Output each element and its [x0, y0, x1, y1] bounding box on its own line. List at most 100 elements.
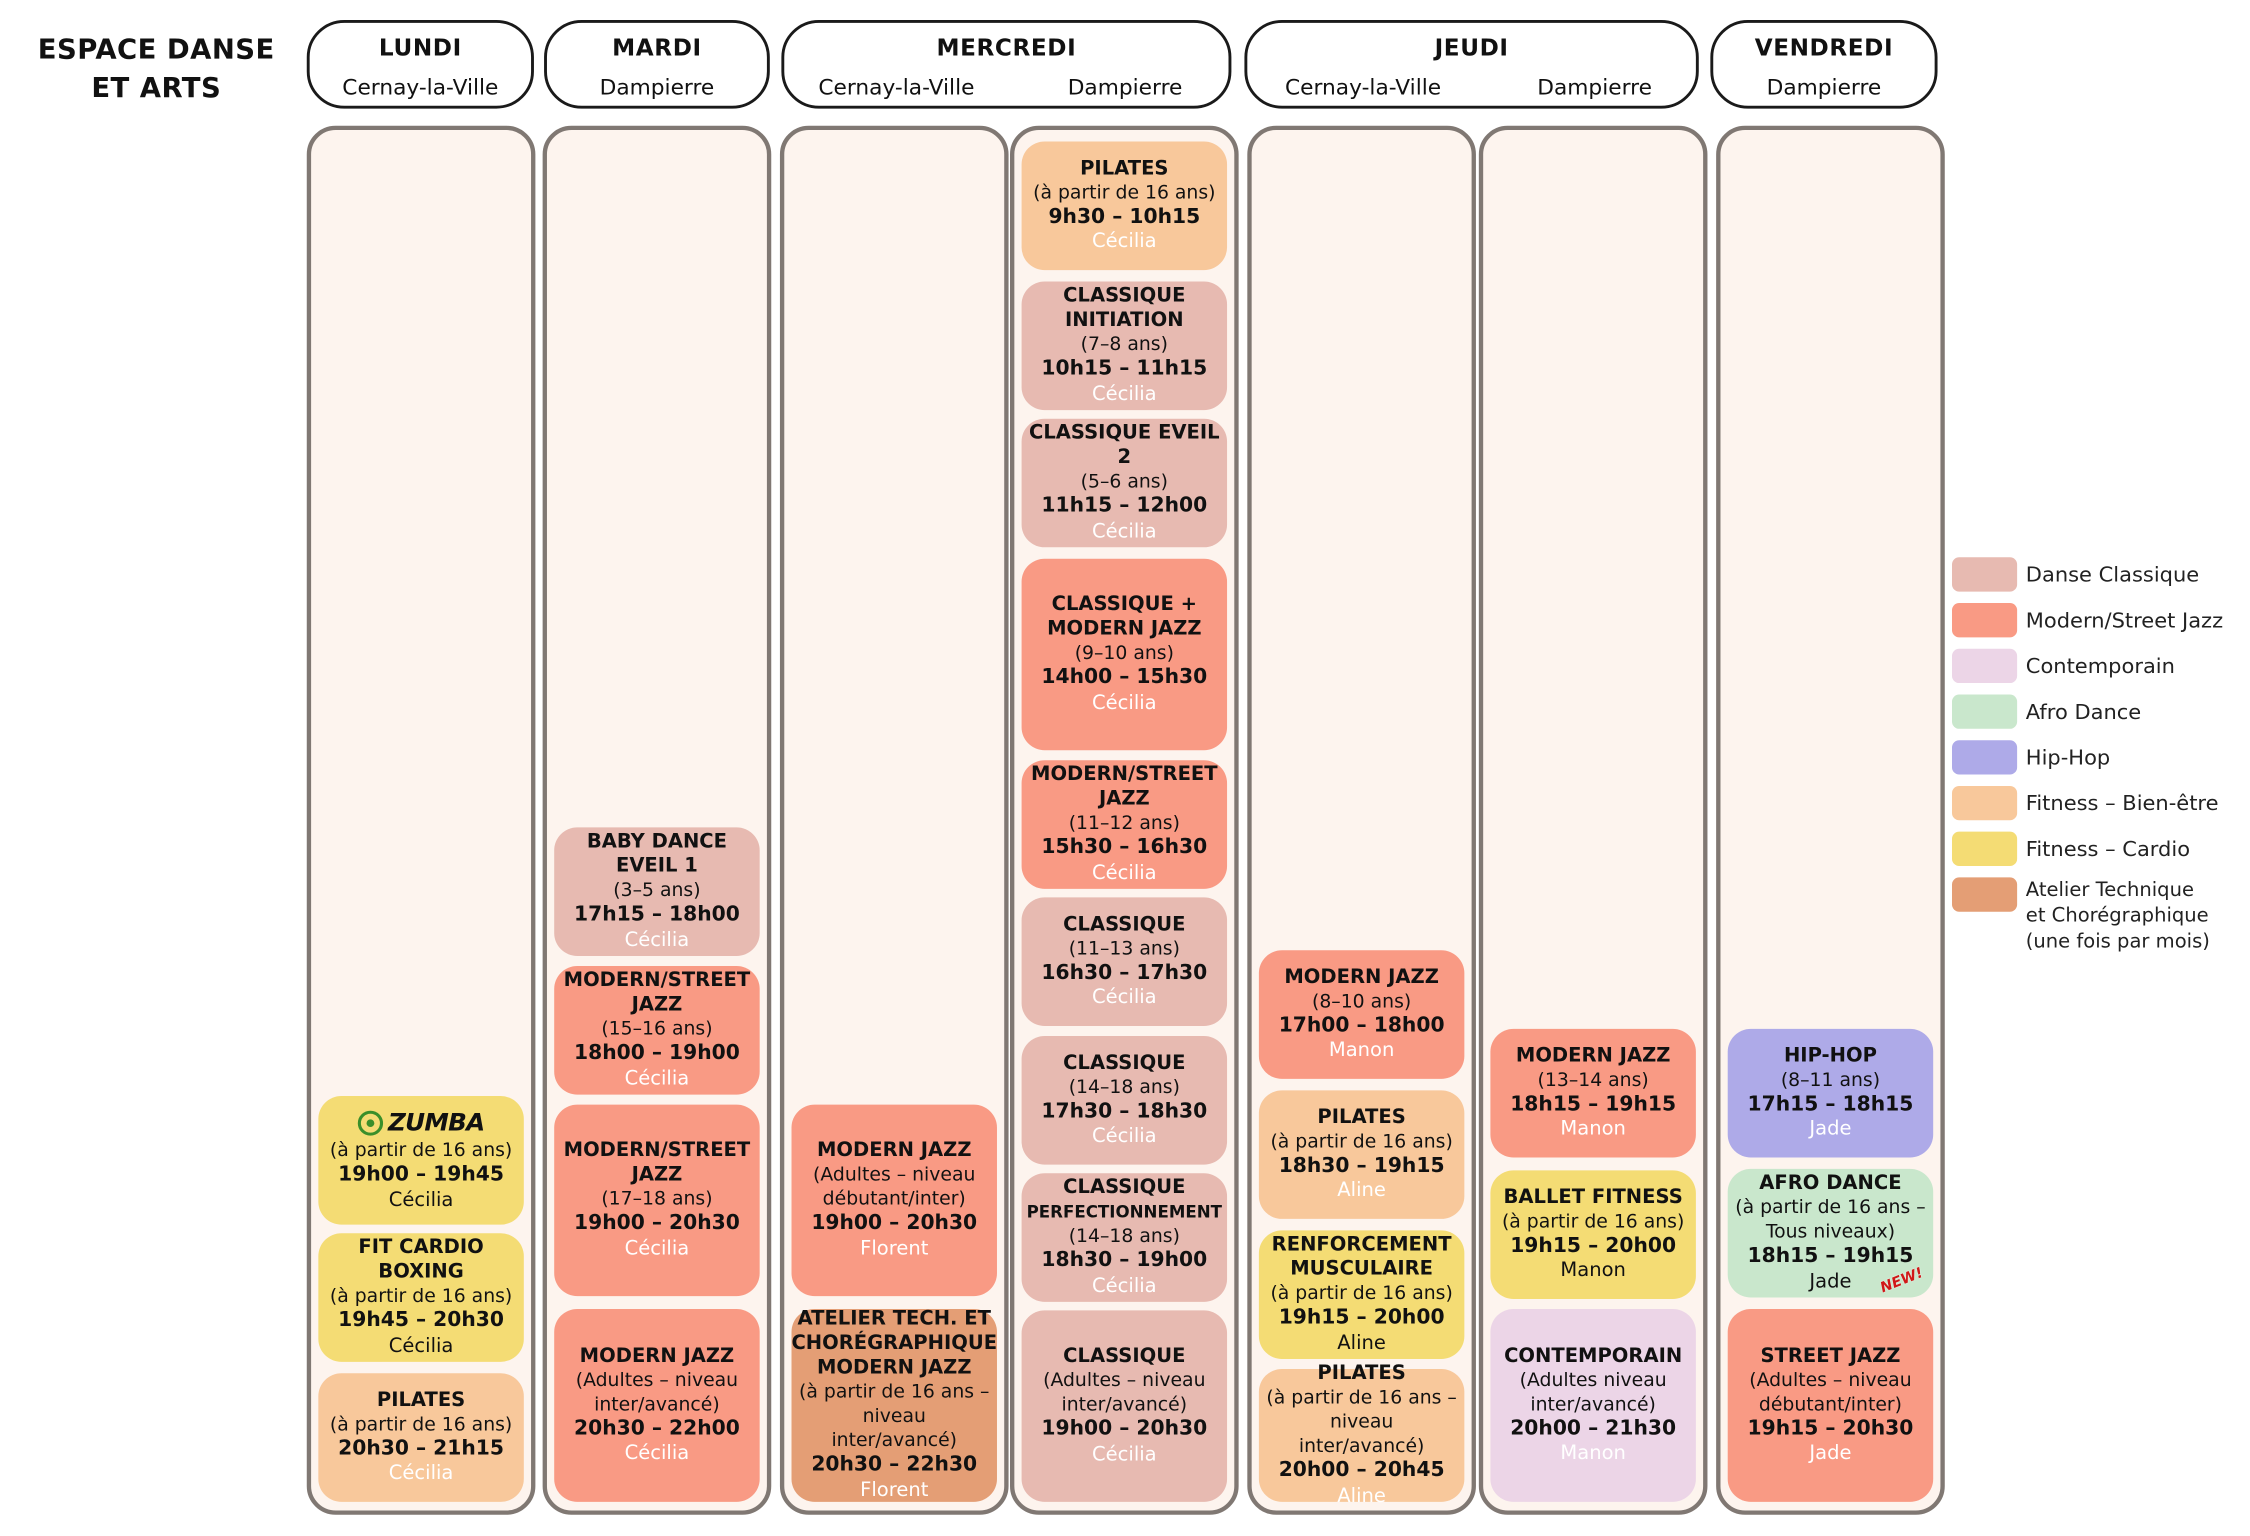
class-age: (5–6 ans) [1080, 471, 1168, 494]
class-card[interactable]: AFRO DANCE (à partir de 16 ans – Tous ni… [1727, 1168, 1934, 1298]
class-card[interactable]: MODERN JAZZ (Adultes – niveau inter/avan… [554, 1308, 760, 1502]
legend-label-line: et Chorégraphique [2025, 904, 2209, 928]
class-card[interactable]: RENFORCEMENT MUSCULAIRE (à partir de 16 … [1258, 1230, 1465, 1359]
legend-swatch [1952, 831, 2018, 866]
class-age: (Adultes – niveau débutant/inter) [813, 1164, 976, 1211]
class-card[interactable]: HIP-HOP (8–11 ans) 17h15 – 18h15 Jade [1727, 1028, 1934, 1158]
class-hours: 19h15 – 20h00 [1278, 1306, 1445, 1329]
class-card[interactable]: MODERN/STREET JAZZ (11–12 ans) 15h30 – 1… [1021, 760, 1228, 889]
day-name: MARDI [612, 34, 702, 62]
class-age: (3–5 ans) [613, 880, 701, 902]
class-teacher: Jade [1809, 1441, 1852, 1465]
class-age: (11–13 ans) [1068, 938, 1180, 960]
class-card[interactable]: PILATES (à partir de 16 ans – niveau int… [1258, 1362, 1465, 1507]
legend-item: Contemporain [1952, 648, 2249, 695]
class-teacher: Jade [1809, 1269, 1852, 1293]
day-header-jeudi: JEUDI Cernay-la-Ville Dampierre [1244, 20, 1699, 109]
legend-swatch [1952, 740, 2018, 775]
class-title: MODERN JAZZ [1284, 965, 1439, 989]
class-age: (8–10 ans) [1311, 991, 1412, 1013]
class-hours: 20h30 – 22h30 [811, 1453, 978, 1477]
legend-label: Hip-Hop [2025, 747, 2111, 771]
class-card[interactable]: CLASSIQUE INITIATION (7–8 ans) 10h15 – 1… [1021, 281, 1228, 411]
class-card[interactable]: PILATES (à partir de 16 ans) 20h30 – 21h… [318, 1373, 524, 1502]
class-card[interactable]: CLASSIQUE + MODERN JAZZ (9–10 ans) 14h00… [1021, 558, 1228, 751]
class-card[interactable]: PILATES (à partir de 16 ans) 9h30 – 10h1… [1021, 141, 1228, 271]
class-title: CLASSIQUE + MODERN JAZZ [1047, 593, 1202, 641]
legend-item: Fitness – Bien-être [1952, 785, 2249, 832]
class-hours: 17h15 – 18h15 [1747, 1092, 1914, 1116]
class-teacher: Cécilia [1091, 986, 1157, 1009]
class-card[interactable]: MODERN JAZZ (13–14 ans) 18h15 – 19h15 Ma… [1490, 1028, 1696, 1158]
class-card[interactable]: STREET JAZZ (Adultes – niveau débutant/i… [1727, 1308, 1934, 1502]
class-teacher: Cécilia [1091, 382, 1157, 406]
class-card[interactable]: CLASSIQUE EVEIL 2 (5–6 ans) 11h15 – 12h0… [1021, 418, 1228, 548]
class-card[interactable]: ATELIER TECH. ET CHORÉGRAPHIQUE MODERN J… [791, 1308, 997, 1502]
zumba-icon [358, 1110, 384, 1136]
class-hours: 15h30 – 16h30 [1041, 835, 1208, 859]
legend-label-line: Atelier Technique [2025, 878, 2194, 902]
class-age: (à partir de 16 ans – niveau inter/avanc… [1266, 1387, 1457, 1458]
class-age: (Adultes – niveau débutant/inter) [1749, 1369, 1912, 1416]
class-title: PILATES [376, 1388, 466, 1412]
class-card[interactable]: PILATES (à partir de 16 ans) 18h30 – 19h… [1258, 1090, 1465, 1219]
class-card[interactable]: CLASSIQUE (11–13 ans) 16h30 – 17h30 Céci… [1021, 897, 1228, 1027]
legend-label: Fitness – Bien-être [2025, 793, 2219, 816]
legend-swatch [1952, 877, 2018, 912]
class-card[interactable]: CLASSIQUE PERFECTIONNEMENT (14–18 ans) 1… [1021, 1173, 1228, 1302]
legend-swatch [1952, 557, 2018, 592]
new-badge: NEW! [1878, 1265, 1926, 1297]
class-age: (Adultes niveau inter/avancé) [1519, 1369, 1667, 1416]
column-mercredi-cernay: MODERN JAZZ (Adultes – niveau débutant/i… [779, 125, 1009, 1515]
class-title: STREET JAZZ [1760, 1343, 1901, 1367]
class-teacher: Cécilia [1091, 519, 1157, 543]
legend-item: Danse Classique [1952, 557, 2249, 603]
zumba-logo: ZUMBA [358, 1107, 485, 1138]
class-title: AFRO DANCE [1759, 1171, 1902, 1195]
class-card[interactable]: BABY DANCE EVEIL 1 (3–5 ans) 17h15 – 18h… [554, 827, 760, 957]
class-teacher: Cécilia [1091, 860, 1157, 884]
class-card[interactable]: BALLET FITNESS (à partir de 16 ans) 19h1… [1490, 1170, 1696, 1299]
class-age: (à partir de 16 ans) [329, 1140, 513, 1162]
legend-label-line: (une fois par mois) [2025, 930, 2210, 954]
class-hours: 20h00 – 20h45 [1278, 1459, 1445, 1482]
class-age: (à partir de 16 ans) [329, 1286, 513, 1308]
class-title: PILATES [1317, 1105, 1406, 1129]
class-card[interactable]: CONTEMPORAIN (Adultes niveau inter/avanc… [1490, 1308, 1696, 1502]
class-card[interactable]: MODERN JAZZ (8–10 ans) 17h00 – 18h00 Man… [1258, 950, 1465, 1079]
class-title: CLASSIQUE [1063, 912, 1186, 936]
class-hours: 20h30 – 21h15 [338, 1436, 505, 1460]
class-teacher: Cécilia [1091, 690, 1157, 714]
class-title: PILATES [1080, 156, 1169, 180]
column-jeudi-dampierre: MODERN JAZZ (13–14 ans) 18h15 – 19h15 Ma… [1478, 125, 1708, 1515]
legend-label: Atelier Technique et Chorégraphique (une… [2026, 877, 2210, 954]
day-name: JEUDI [1434, 34, 1509, 62]
class-title: MODERN/STREET JAZZ [563, 968, 751, 1017]
class-hours: 19h00 – 20h30 [574, 1211, 740, 1235]
class-title: BABY DANCE EVEIL 1 [586, 830, 728, 878]
class-title: PILATES [1317, 1361, 1406, 1385]
class-age: (à partir de 16 ans) [1270, 1283, 1453, 1305]
class-teacher: Cécilia [1091, 230, 1157, 253]
class-card[interactable]: MODERN/STREET JAZZ (17–18 ans) 19h00 – 2… [554, 1104, 760, 1297]
class-card[interactable]: CLASSIQUE (14–18 ans) 17h30 – 18h30 Céci… [1021, 1036, 1228, 1165]
legend-item: Modern/Street Jazz [1952, 603, 2249, 649]
day-header-vendredi: VENDREDI Dampierre [1710, 20, 1938, 109]
class-age: (à partir de 16 ans) [1033, 182, 1216, 204]
class-card[interactable]: FIT CARDIO BOXING (à partir de 16 ans) 1… [318, 1233, 524, 1362]
class-age: (à partir de 16 ans – niveau inter/avanc… [799, 1381, 990, 1452]
class-teacher: Cécilia [624, 1441, 690, 1465]
class-age: (7–8 ans) [1080, 334, 1168, 356]
class-card[interactable]: MODERN JAZZ (Adultes – niveau débutant/i… [791, 1104, 997, 1297]
class-card-zumba[interactable]: ZUMBA (à partir de 16 ans) 19h00 – 19h45… [318, 1096, 524, 1225]
class-hours: 19h45 – 20h30 [338, 1308, 505, 1332]
class-teacher: Cécilia [1091, 1124, 1157, 1148]
class-card[interactable]: MODERN/STREET JAZZ (15–16 ans) 18h00 – 1… [554, 966, 760, 1095]
class-teacher: Cécilia [624, 928, 690, 951]
column-lundi: ZUMBA (à partir de 16 ans) 19h00 – 19h45… [306, 125, 536, 1515]
class-teacher: Florent [860, 1236, 929, 1260]
class-card[interactable]: CLASSIQUE (Adultes – niveau inter/avancé… [1021, 1310, 1228, 1502]
class-hours: 17h00 – 18h00 [1278, 1013, 1445, 1037]
class-hours: 11h15 – 12h00 [1041, 494, 1208, 518]
class-hours: 10h15 – 11h15 [1041, 357, 1208, 381]
